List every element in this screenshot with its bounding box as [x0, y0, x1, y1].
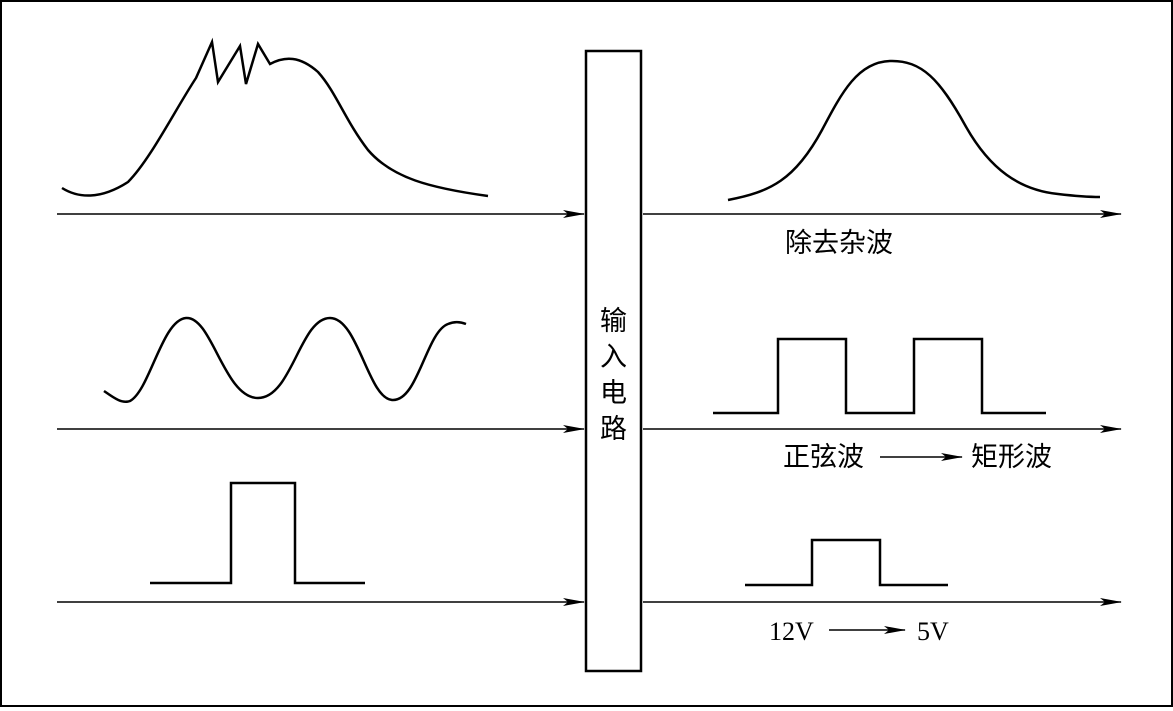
- row-level: 12V 5V: [57, 481, 1122, 646]
- row-filter: 除去杂波: [57, 37, 1122, 259]
- row-shaping: 正弦波 矩形波: [57, 316, 1122, 473]
- noisy-pulse-wave: [61, 37, 489, 198]
- sine-wave: [103, 316, 467, 403]
- row2-caption-from: 正弦波: [783, 442, 864, 473]
- row1-caption: 除去杂波: [785, 228, 893, 259]
- row3-caption-from: 12V: [769, 617, 814, 646]
- tall-pulse-wave: [150, 481, 365, 585]
- input-circuit-box: [584, 49, 643, 673]
- circuit-label-char-2: 入: [600, 342, 627, 373]
- input-circuit-block: 输 入 电 路: [584, 49, 643, 673]
- row3-caption-to: 5V: [917, 617, 949, 646]
- circuit-label-char-4: 路: [600, 414, 627, 445]
- circuit-label-char-3: 电: [600, 378, 627, 409]
- short-pulse-wave: [745, 538, 948, 587]
- row2-caption-to: 矩形波: [971, 442, 1052, 473]
- square-wave: [713, 337, 1046, 415]
- circuit-label-char-1: 输: [600, 306, 627, 337]
- smooth-pulse-wave: [727, 59, 1101, 202]
